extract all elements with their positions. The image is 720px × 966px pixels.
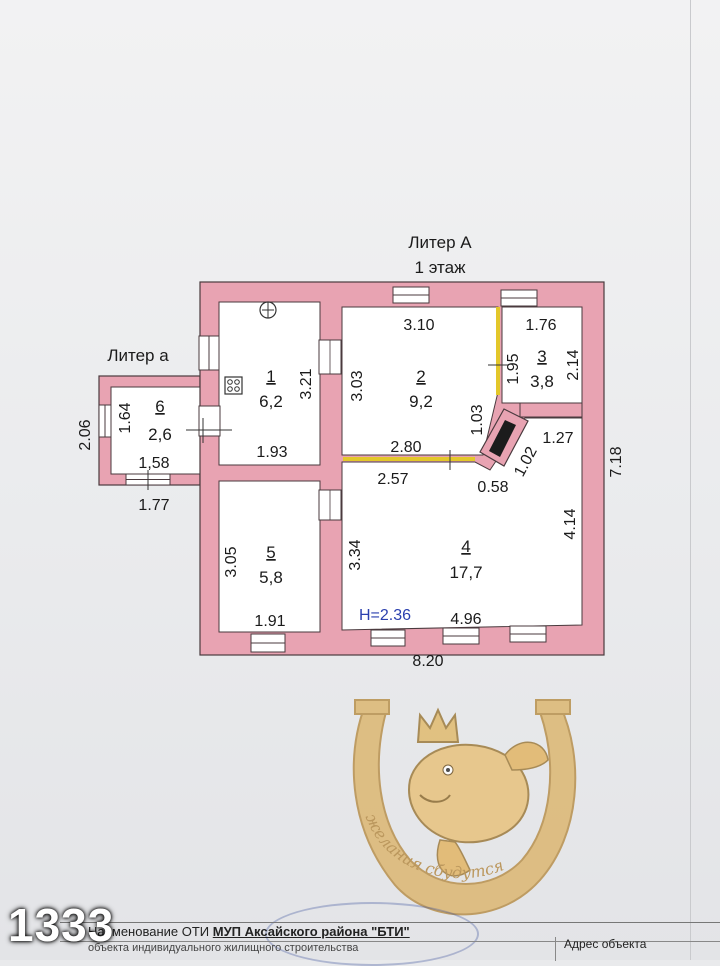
dim-1-77: 1.77	[138, 497, 169, 514]
building-label: Литер А	[408, 233, 472, 252]
fish-mouth	[419, 794, 451, 803]
dim-8-20: 8.20	[412, 653, 443, 670]
dim-7-18: 7.18	[608, 446, 625, 477]
dim-3-05: 3.05	[223, 546, 240, 577]
room-3-area	[501, 306, 583, 404]
address-header: Адрес объекта	[555, 937, 684, 961]
ceiling-height-label: H=2.36	[359, 607, 411, 624]
dim-1-93: 1.93	[256, 444, 287, 461]
floor-label: 1 этаж	[415, 258, 467, 277]
fish-fin	[504, 741, 549, 771]
dim-3-10: 3.10	[403, 317, 434, 334]
watermark-emblem: желания сбудутся	[352, 699, 577, 916]
door-1-6	[198, 405, 221, 437]
room-1-area-value: 6,2	[259, 392, 283, 411]
dim-2-80: 2.80	[390, 439, 421, 456]
dim-1-03: 1.03	[469, 404, 486, 435]
dim-0-58: 0.58	[477, 479, 508, 496]
room-2-area	[341, 306, 499, 456]
dim-3-21: 3.21	[298, 368, 315, 399]
org-row: Наименование ОТИ МУП Аксайского района "…	[60, 923, 720, 942]
dim-3-03: 3.03	[349, 370, 366, 401]
room-5-number: 5	[266, 543, 275, 562]
dim-1-58: 1,58	[138, 455, 169, 472]
page-number: 1333	[8, 899, 115, 951]
room-4-area-value: 17,7	[449, 563, 482, 582]
sheet-edge-line	[690, 0, 691, 960]
dim-4-14: 4.14	[562, 508, 579, 539]
purpose-text: объекта индивидуального жилищного строит…	[88, 942, 359, 954]
room-2-number: 2	[416, 367, 425, 386]
room-5-area	[218, 480, 321, 633]
room-5-area-value: 5,8	[259, 568, 283, 587]
goldfish-icon	[408, 743, 530, 844]
title-block: Наименование ОТИ МУП Аксайского района "…	[60, 922, 720, 961]
horseshoe-right-end	[535, 699, 571, 715]
room-3-area-value: 3,8	[530, 372, 554, 391]
annex-label: Литер а	[107, 346, 169, 365]
room-2-area-value: 9,2	[409, 392, 433, 411]
main-house-structure	[147, 281, 605, 656]
room-6-area-value: 2,6	[148, 425, 172, 444]
room-3-number: 3	[537, 347, 546, 366]
dim-1-27: 1.27	[542, 430, 573, 447]
dim-3-34: 3.34	[347, 539, 364, 570]
fish-tail	[436, 839, 471, 877]
dim-1-91: 1.91	[254, 613, 285, 630]
room-6-number: 6	[155, 397, 164, 416]
room-4-area	[341, 417, 583, 631]
crown-icon	[416, 707, 460, 743]
org-prefix: Наименование ОТИ	[88, 924, 210, 939]
dim-2-57: 2.57	[377, 471, 408, 488]
org-name: МУП Аксайского района "БТИ"	[212, 924, 410, 939]
dim-1-64: 1.64	[117, 402, 134, 433]
dim-1-76: 1.76	[525, 317, 556, 334]
dim-4-96: 4.96	[450, 611, 481, 628]
horseshoe-left-end	[354, 699, 390, 715]
dim-1-95: 1.95	[505, 353, 522, 384]
dim-2-14: 2.14	[565, 349, 582, 380]
stove-firebox	[489, 420, 516, 457]
room-4-number: 4	[461, 537, 470, 556]
partition-3-4	[519, 402, 583, 418]
dim-2-06: 2.06	[77, 419, 94, 450]
gas-stove-icon	[224, 376, 243, 395]
room-1-number: 1	[266, 367, 275, 386]
